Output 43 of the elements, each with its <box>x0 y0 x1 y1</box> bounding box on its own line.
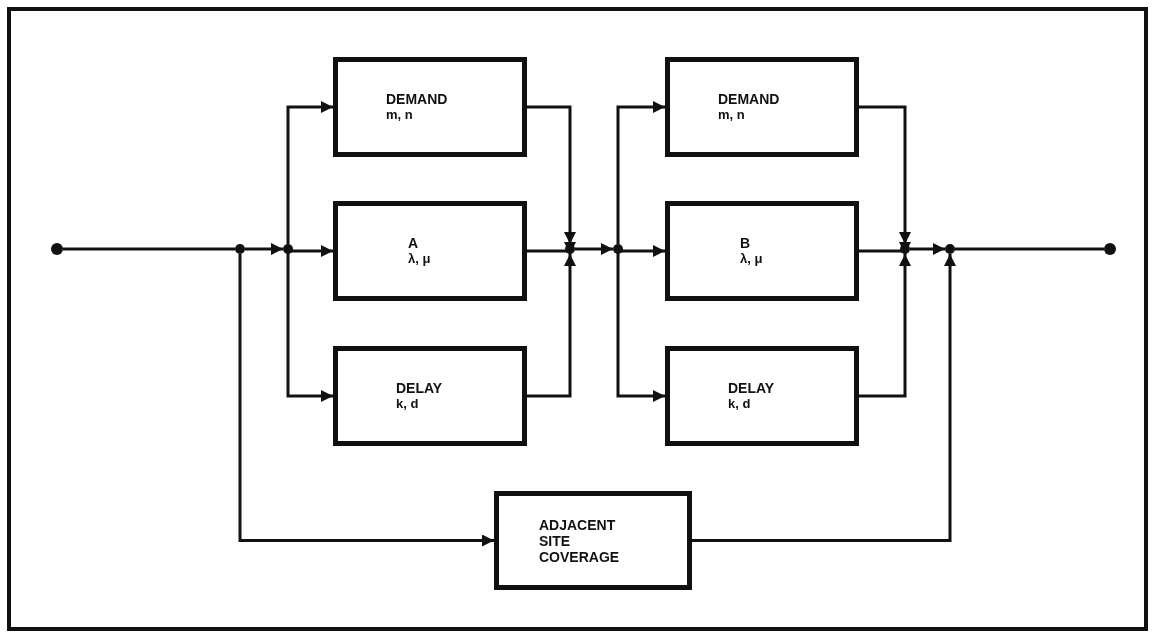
connector-arrow <box>859 254 911 398</box>
block-label: DELAY <box>396 380 444 396</box>
block-parameters: m, n <box>718 107 746 123</box>
connector-arrow <box>527 105 576 244</box>
connector-arrow <box>616 101 665 244</box>
connector-arrow <box>692 254 956 542</box>
junction-dot <box>945 244 955 254</box>
block-box <box>333 201 527 301</box>
junction-dot <box>900 244 910 254</box>
block-label: B <box>740 235 752 251</box>
block-label: A <box>408 235 420 251</box>
terminal-dot <box>1104 243 1116 255</box>
block-box <box>665 201 859 301</box>
connector-arrow <box>859 105 911 244</box>
connector-arrow <box>286 101 333 244</box>
connector-arrow <box>616 254 665 402</box>
block-box <box>665 346 859 446</box>
block-parameters: m, n <box>386 107 414 123</box>
connector-arrow <box>238 254 494 547</box>
block-parameters: λ, μ <box>740 251 764 267</box>
block-parameters: λ, μ <box>408 251 432 267</box>
block-box <box>665 57 859 157</box>
terminal-dot <box>51 243 63 255</box>
junction-dot <box>613 244 623 254</box>
connector-arrow <box>527 242 576 254</box>
block-box <box>333 346 527 446</box>
connector-arrow <box>245 243 283 255</box>
junction-dot <box>283 244 293 254</box>
junction-dot <box>565 244 575 254</box>
block-label: ADJACENT SITE COVERAGE <box>539 516 621 565</box>
block-parameters: k, d <box>728 396 752 412</box>
connector-arrow <box>527 254 576 398</box>
block-box <box>494 491 692 590</box>
connector-arrow <box>286 254 333 402</box>
block-box <box>333 57 527 157</box>
connector-arrow <box>859 242 911 254</box>
junction-dot <box>235 244 245 254</box>
block-label: DEMAND <box>386 91 449 107</box>
connector-arrow <box>575 243 613 255</box>
block-label: DEMAND <box>718 91 781 107</box>
connector-arrow <box>910 243 945 255</box>
block-label: DELAY <box>728 380 776 396</box>
block-parameters: k, d <box>396 396 420 412</box>
